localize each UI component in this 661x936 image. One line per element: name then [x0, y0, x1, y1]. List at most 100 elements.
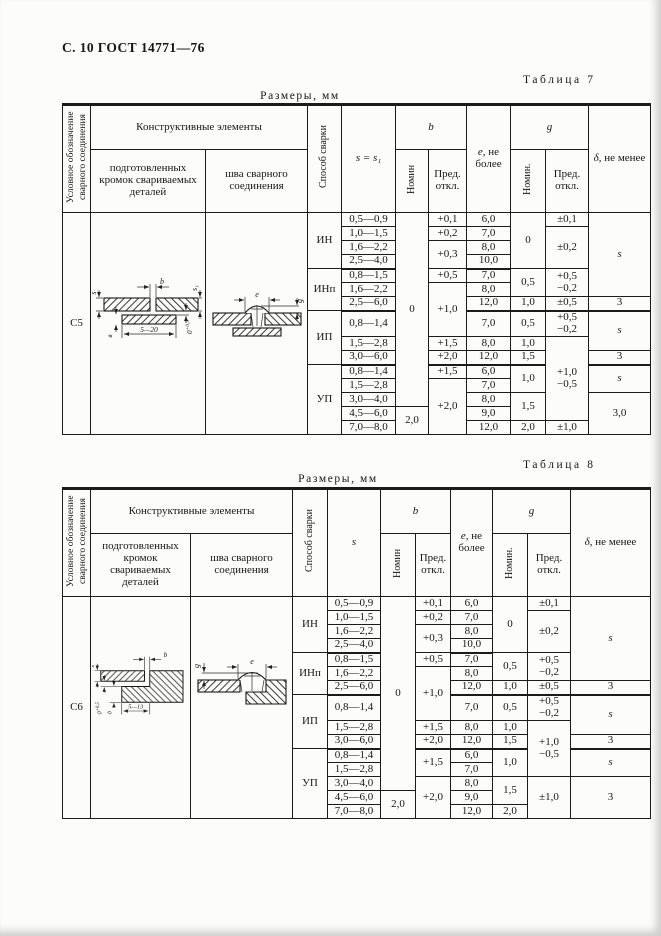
table-cell: 3 [570, 734, 651, 750]
table-cell: 1,5 [492, 734, 528, 750]
table-cell: ±0,1 [527, 596, 571, 611]
table-cell: 4,5—6,0 [341, 406, 396, 421]
col-header-s: s = s₁ [341, 104, 396, 213]
table-cell: +0,3 [428, 240, 467, 269]
table-cell: ИП [292, 694, 328, 749]
table-cell: 1,0—1,5 [327, 610, 381, 625]
svg-text:b: b [164, 651, 168, 659]
svg-text:0+0,5: 0+0,5 [185, 319, 194, 333]
edge-preparation-drawing: b s s₁ 5—20 [90, 212, 206, 435]
svg-text:g: g [295, 299, 304, 303]
col-header-construct: Конструктивные элементы [90, 488, 293, 534]
table-cell: ИНп [307, 268, 342, 311]
table-cell: ИН [307, 212, 342, 269]
table-cell: 8,0 [450, 776, 493, 791]
svg-text:5—13: 5—13 [128, 703, 143, 710]
table-cell: 12,0 [450, 680, 493, 696]
table-cell: 1,5 [492, 776, 528, 805]
col-header-delta: δ, не менее [588, 104, 651, 213]
table-cell: 2,5—6,0 [327, 680, 381, 696]
svg-text:s: s [92, 665, 96, 668]
table-cell: +0,1 [428, 212, 467, 227]
table-cell: +1,0 −0,5 [545, 336, 589, 421]
table-cell: 7,0 [466, 268, 511, 283]
table-cell: 2,5—4,0 [341, 254, 396, 270]
table-cell: 9,0 [450, 790, 493, 805]
table-cell: +1,0 [428, 282, 467, 337]
col-header-b-tolerance: Пред. откл. [415, 533, 451, 597]
table-cell: 1,6—2,2 [341, 240, 396, 255]
table-cell: 1,5—2,8 [341, 378, 396, 393]
table-cell: 0,8—1,5 [327, 652, 381, 667]
table-cell: +1,5 [415, 720, 451, 735]
table-cell: 2,0 [492, 804, 528, 819]
table-cell: 2,5—4,0 [327, 638, 381, 654]
table-cell: +2,0 [415, 734, 451, 750]
table-cell: ИН [292, 596, 328, 653]
svg-text:s₁: s₁ [190, 284, 199, 290]
c6-edges-figure: b s 0+0,5 д 5—13 [92, 651, 184, 715]
table-cell: 3 [588, 296, 651, 312]
table-cell: 1,0 [510, 336, 546, 351]
table-cell: 7,0—8,0 [327, 804, 381, 819]
table-cell: 3 [570, 776, 651, 819]
table-cell: 3,0—6,0 [327, 734, 381, 750]
table-cell: 0 [510, 212, 546, 269]
svg-text:д: д [106, 711, 113, 714]
table-cell: 1,0 [510, 296, 546, 312]
svg-text:e: e [250, 657, 254, 666]
table-cell: s [588, 310, 651, 351]
col-header-delta: δ, не менее [570, 488, 651, 597]
table-cell: +0,5 −0,2 [545, 310, 589, 337]
col-header-b-nominal: Номин [395, 149, 429, 213]
table-cell: 1,0 [492, 720, 528, 735]
table-cell: 8,0 [450, 624, 493, 639]
table-cell: 12,0 [466, 350, 511, 366]
table-cell: +0,5 [428, 268, 467, 283]
table-cell: ИП [307, 310, 342, 365]
table-cell: ±0,1 [545, 212, 589, 227]
col-header-edges: подготовленных кромок свариваемых детале… [90, 533, 191, 597]
table-cell: +0,1 [415, 596, 451, 611]
table-cell: 6,0 [450, 748, 493, 763]
col-header-e: е, не более [466, 104, 511, 213]
table-cell: 0 [380, 596, 416, 791]
col-header-e: е, не более [450, 488, 493, 597]
table-cell: +0,5 −0,2 [527, 694, 571, 721]
table-cell: 6,0 [466, 212, 511, 227]
table-cell: 7,0 [466, 378, 511, 393]
table-cell: ±0,2 [545, 226, 589, 269]
table-cell: 7,0 [450, 610, 493, 625]
table-cell: 8,0 [450, 666, 493, 681]
table8-units: Размеры, мм [298, 473, 378, 485]
table-cell: 7,0 [450, 694, 493, 721]
col-header-b-nominal: Номин [380, 533, 416, 597]
table-cell: 2,0 [380, 790, 416, 819]
table-cell: ±1,0 [545, 420, 589, 435]
col-header-method: Способ сварки [292, 488, 328, 597]
table-cell: 6,0 [466, 364, 511, 379]
table-cell: 0,5 [492, 694, 528, 721]
page-title: С. 10 ГОСТ 14771—76 [62, 40, 205, 55]
table-cell: 10,0 [466, 254, 511, 270]
svg-text:g: g [194, 664, 201, 668]
table-cell: 3,0—6,0 [341, 350, 396, 366]
table-cell: 0 [395, 212, 429, 407]
table-cell: 8,0 [466, 336, 511, 351]
table-cell: 1,6—2,2 [327, 666, 381, 681]
table-cell: 2,0 [510, 420, 546, 435]
table7-units: Размеры, мм [260, 90, 340, 102]
edge-preparation-drawing: b s 0+0,5 д 5—13 [90, 596, 191, 819]
table-cell: ±0,2 [527, 610, 571, 653]
table-cell: +2,0 [428, 350, 467, 366]
table-cell: 0,5 [510, 268, 546, 297]
table-cell: 1,6—2,2 [327, 624, 381, 639]
table-cell: 0,8—1,5 [341, 268, 396, 283]
table-cell: 8,0 [466, 392, 511, 407]
table-cell: 12,0 [450, 734, 493, 750]
table-cell: 1,5 [510, 392, 546, 421]
col-header-b-tolerance: Пред. откл. [428, 149, 467, 213]
col-header-designation: Условное обозначение сварного соединения [62, 488, 91, 597]
table-cell: s [588, 212, 651, 297]
